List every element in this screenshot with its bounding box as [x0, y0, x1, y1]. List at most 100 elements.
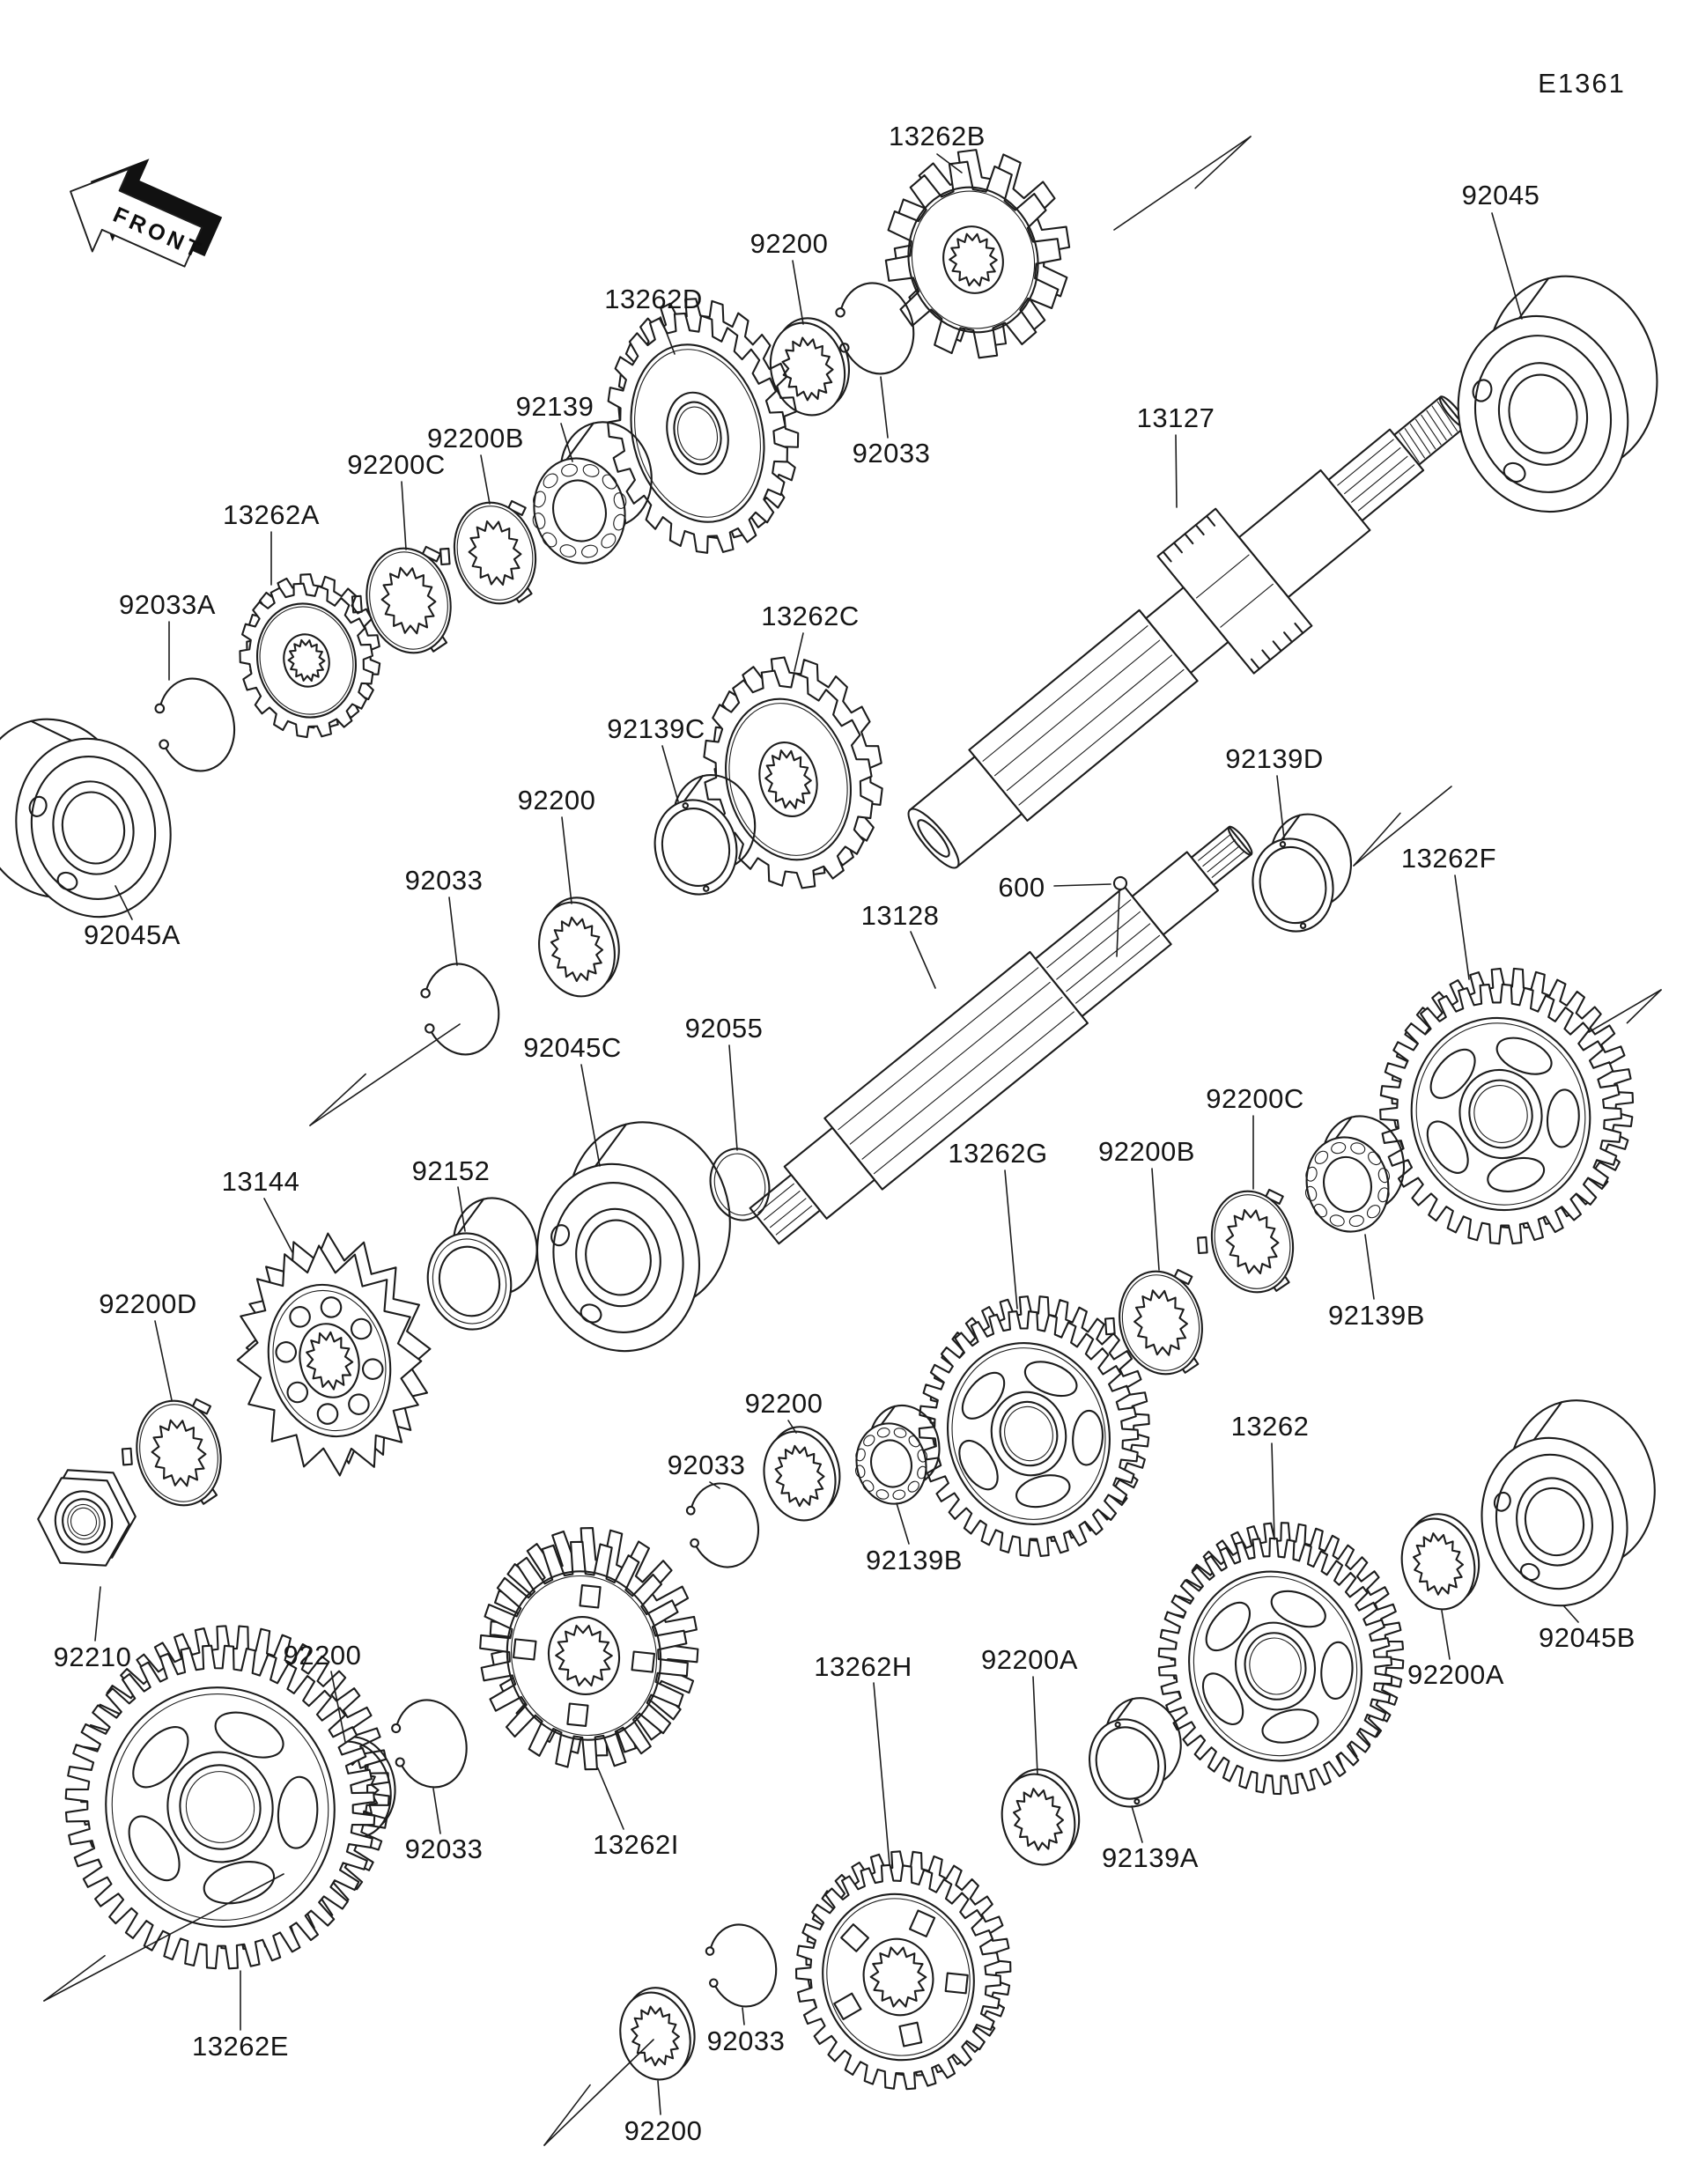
part-label-13262H: 13262H [814, 1651, 912, 1682]
washer-92200A-2 [1400, 1513, 1481, 1611]
part-label-92139B: 92139B [1328, 1300, 1425, 1331]
part-label-92033: 92033 [668, 1450, 746, 1480]
part-label-92033: 92033 [405, 865, 484, 896]
part-label-92200: 92200 [284, 1640, 362, 1671]
part-label-13144: 13144 [222, 1166, 300, 1197]
leader-line [660, 316, 676, 355]
gear-13262D [607, 298, 800, 554]
snapring-92033-3 [685, 1482, 760, 1568]
part-label-92200C: 92200C [347, 449, 446, 480]
snapring-92033-2 [420, 963, 500, 1056]
assembly-arrow-line [1353, 786, 1452, 867]
part-label-13262F: 13262F [1401, 843, 1496, 874]
leader-line [1562, 1605, 1579, 1623]
parts-root [0, 149, 1658, 2091]
leader-line [1004, 1169, 1018, 1310]
leader-line [873, 1682, 890, 1866]
cage-92139B-1 [1304, 1115, 1406, 1233]
cage-92139 [532, 421, 653, 564]
part-label-13262: 13262 [1231, 1411, 1310, 1442]
leader-line [1032, 1676, 1038, 1775]
leader-line [597, 1767, 624, 1830]
leader-line [1454, 874, 1470, 980]
gear-13262E [64, 1625, 390, 1970]
part-label-92200B: 92200B [1098, 1136, 1195, 1167]
part-label-92055: 92055 [685, 1013, 764, 1044]
tabwasher-92200B-1 [439, 499, 537, 605]
part-label-92045A: 92045A [84, 919, 181, 950]
gear-13262-45 [1157, 1522, 1405, 1796]
part-label-92200: 92200 [750, 228, 829, 259]
gear-13262C [703, 656, 883, 889]
oring-92055 [709, 1147, 771, 1221]
part-label-92200A: 92200A [981, 1644, 1078, 1675]
part-label-13262D: 13262D [604, 284, 703, 314]
front-direction-icon: FRONT [70, 159, 223, 268]
part-label-13262B: 13262B [889, 121, 986, 151]
leader-line [910, 931, 936, 989]
part-label-13262E: 13262E [192, 2031, 289, 2062]
leader-line [896, 1502, 910, 1545]
gear-13262G [918, 1295, 1150, 1557]
leader-line [560, 423, 573, 462]
tabwasher-92200B-2 [1104, 1268, 1203, 1376]
leader-line [792, 260, 804, 325]
cage-92139B-2 [855, 1404, 941, 1505]
part-label-92139D: 92139D [1225, 743, 1324, 774]
part-label-92033: 92033 [405, 1834, 484, 1864]
assembly-arrow-barb [1626, 989, 1662, 1024]
part-label-600: 600 [998, 872, 1045, 903]
assembly-arrow-line [1113, 136, 1252, 231]
ball-600 [1112, 875, 1128, 891]
washer-92200-3 [763, 1426, 841, 1522]
part-label-92045B: 92045B [1539, 1622, 1636, 1653]
leader-line [1151, 1168, 1160, 1271]
leader-line [480, 454, 491, 505]
leader-line [561, 816, 572, 904]
part-label-92200C: 92200C [1206, 1083, 1304, 1114]
leader-line [114, 885, 133, 920]
leader-line [1276, 775, 1285, 839]
nut-92210 [37, 1469, 137, 1567]
assembly-arrow-barb [43, 1954, 106, 2002]
snapring-92033-4 [391, 1699, 468, 1789]
washer-92200-5 [619, 1987, 696, 2081]
assembly-arrow-line [309, 1023, 461, 1126]
gear-13262H [794, 1850, 1012, 2091]
doggear-13262I [479, 1527, 699, 1771]
washer-92200-1 [769, 317, 851, 417]
washer-92200A-1 [1001, 1768, 1081, 1866]
assembly-arrow-line [43, 1873, 284, 2002]
leader-line [787, 1420, 797, 1434]
bushing-92139D [1252, 813, 1353, 933]
part-label-92152: 92152 [412, 1155, 491, 1186]
leader-line [330, 1671, 346, 1743]
leader-line [1053, 883, 1111, 887]
part-label-13128: 13128 [861, 900, 940, 931]
leader-line [580, 1064, 601, 1167]
leader-line [1131, 1805, 1143, 1843]
bearing-92045B [1481, 1399, 1656, 1607]
leader-line [263, 1198, 293, 1253]
leader-line [154, 1320, 173, 1401]
bushing-92139A [1088, 1697, 1182, 1808]
leader-line [1491, 212, 1523, 320]
bushing-92139C [654, 774, 757, 896]
leader-line [661, 745, 679, 802]
leader-lines [94, 153, 1579, 2115]
leader-line [1441, 1610, 1451, 1660]
part-label-92200: 92200 [624, 2115, 703, 2146]
part-label-92139B: 92139B [866, 1545, 963, 1575]
part-label-13262I: 13262I [593, 1829, 679, 1860]
collar-92152 [426, 1197, 538, 1331]
washer-92200D [121, 1398, 222, 1507]
shaft-13127 [907, 395, 1467, 869]
gear-13262A [239, 573, 381, 739]
part-label-92033: 92033 [707, 2025, 786, 2056]
part-label-13262G: 13262G [948, 1138, 1047, 1169]
part-label-92200A: 92200A [1407, 1659, 1504, 1690]
part-label-92033: 92033 [853, 438, 931, 469]
leader-line [709, 1481, 720, 1489]
